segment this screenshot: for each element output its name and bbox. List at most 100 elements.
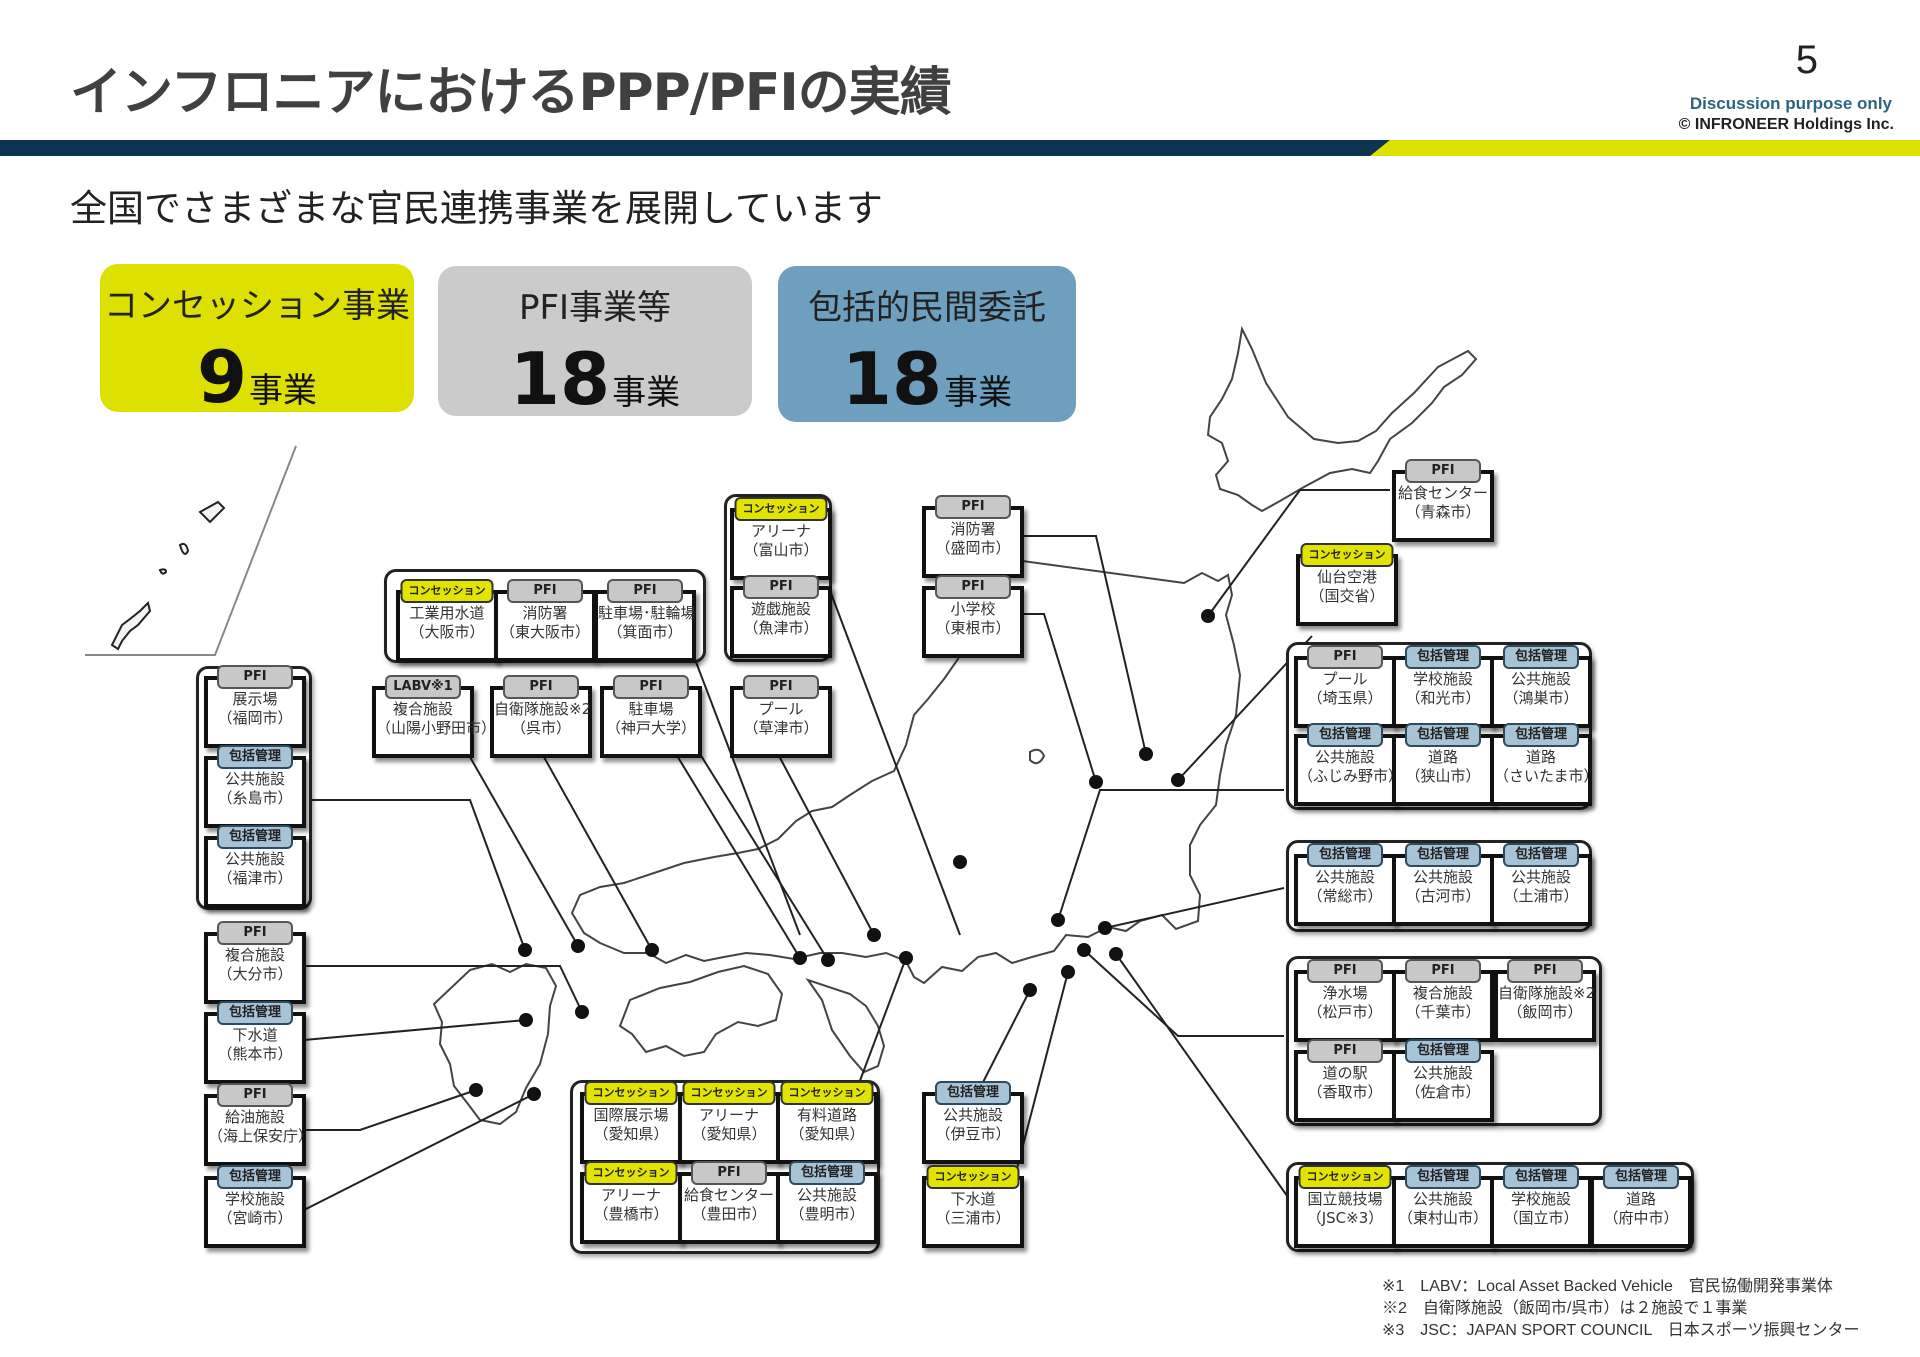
project-location: （大阪市） [409,623,485,641]
project-name: 給油施設 [224,1108,285,1126]
location-dot [953,855,967,869]
location-dot [1089,775,1103,789]
project-location: （愛知県） [789,1125,865,1143]
project-location: （愛知県） [593,1125,669,1143]
project-location: （豊田市） [691,1205,767,1223]
project-box-kunitachi: 包括管理学校施設（国立市） [1490,1165,1592,1248]
project-type-tag: PFI [217,921,293,945]
project-location: （伊豆市） [935,1125,1011,1143]
project-location: （古河市） [1405,887,1481,905]
project-type-tag: PFI [1307,1039,1383,1063]
project-type-tag: PFI [743,575,819,599]
project-type-tag: コンセッション [1298,1165,1392,1189]
project-box-konosu: 包括管理公共施設（鴻巣市） [1490,645,1592,728]
project-box-fujimino: 包括管理公共施設（ふじみ野市） [1294,723,1403,806]
project-type-tag: 包括管理 [1405,1165,1481,1189]
project-location: （飯岡市） [1507,1003,1583,1021]
project-type-tag: 包括管理 [1405,843,1481,867]
hokkaido-outline [1206,325,1478,513]
location-dot [1061,965,1075,979]
project-location: （鴻巣市） [1503,689,1579,707]
project-type-tag: 包括管理 [217,825,293,849]
project-name: 公共施設 [1314,748,1375,766]
project-name: 公共施設 [224,850,285,868]
project-name: 道路 [1525,748,1556,766]
page-title: インフロニアにおけるPPP/PFIの実績 [70,63,952,123]
card-label: 包括的民間委託 [808,288,1046,328]
project-type-tag: 包括管理 [1503,723,1579,747]
project-name: 消防署 [522,604,568,622]
project-location: （国立市） [1503,1209,1579,1227]
location-dot [518,943,532,957]
project-location: （東大阪市） [499,623,590,641]
project-box-sendai: コンセッション仙台空港（国交省） [1296,543,1398,626]
project-box-joso: 包括管理公共施設（常総市） [1294,843,1396,926]
location-dot [1023,983,1037,997]
project-name: 公共施設 [1412,1190,1473,1208]
project-type-tag: PFI [935,575,1011,599]
project-name: 複合施設 [1412,984,1473,1002]
project-type-tag: 包括管理 [217,1001,293,1025]
connector-line [304,965,583,1013]
project-box-toyoake: 包括管理公共施設（豊明市） [776,1161,878,1244]
project-name: 給食センター [683,1186,774,1204]
project-box-toyama: コンセッションアリーナ（富山市） [730,497,832,580]
project-name: 展示場 [232,690,278,708]
shikoku-outline [618,964,784,1058]
project-location: （福岡市） [217,709,293,727]
project-name: 下水道 [950,1190,996,1208]
project-type-tag: PFI [1307,645,1383,669]
project-location: （糸島市） [217,789,293,807]
footnote-1: ※1 LABV：Local Asset Backed Vehicle 官民協働開… [1382,1278,1833,1295]
project-type-tag: PFI [1507,959,1583,983]
connector-line [699,753,829,961]
card-unit: 事業 [612,373,681,413]
project-location: （草津市） [743,719,819,737]
project-box-miura: コンセッション下水道（三浦市） [922,1165,1024,1248]
header-divider-lime [1370,140,1920,156]
card-label: PFI事業等 [518,288,672,328]
project-location: （三浦市） [935,1209,1011,1227]
project-box-osaka: コンセッション工業用水道（大阪市） [396,579,498,662]
project-location: （常総市） [1307,887,1383,905]
project-name: 有料道路 [796,1106,857,1124]
connector-line [1083,949,1284,1037]
project-box-aichi_expo: コンセッション国際展示場（愛知県） [580,1081,682,1164]
project-name: 遊戯施設 [750,600,811,618]
connector-line [539,749,653,951]
project-name: 公共施設 [1510,868,1571,886]
project-name: 学校施設 [224,1190,285,1208]
project-type-tag: 包括管理 [1503,645,1579,669]
project-name: 公共施設 [224,770,285,788]
okinawa-islands [110,500,226,651]
connector-line [1104,887,1285,929]
project-name: 公共施設 [796,1186,857,1204]
project-name: 駐車場･駐輪場 [598,604,696,622]
project-box-aichi_arena: コンセッションアリーナ（愛知県） [678,1081,780,1164]
project-box-tsuchiura: 包括管理公共施設（土浦市） [1490,843,1592,926]
project-name: 自衛隊施設※2 [1498,984,1596,1002]
copyright: © INFRONEER Holdings Inc. [1678,116,1894,133]
project-name: 給食センター [1397,484,1488,502]
project-type-tag: PFI [1307,959,1383,983]
project-box-toyohashi: コンセッションアリーナ（豊橋市） [580,1161,682,1244]
project-box-koga: 包括管理公共施設（古河市） [1392,843,1494,926]
project-type-tag: PFI [935,495,1011,519]
location-dot [1201,609,1215,623]
project-box-wako: 包括管理学校施設（和光市） [1392,645,1494,728]
project-location: （狭山市） [1405,767,1481,785]
project-location: （山陽小野田市） [376,719,497,737]
card-count: 18 [509,337,611,421]
project-box-saitama_city: 包括管理道路（さいたま市） [1490,723,1599,806]
project-name: アリーナ [600,1186,661,1204]
honshu-outline [570,557,1242,985]
project-name: アリーナ [750,522,811,540]
project-name: 公共施設 [1412,1064,1473,1082]
project-location: （香取市） [1307,1083,1383,1101]
